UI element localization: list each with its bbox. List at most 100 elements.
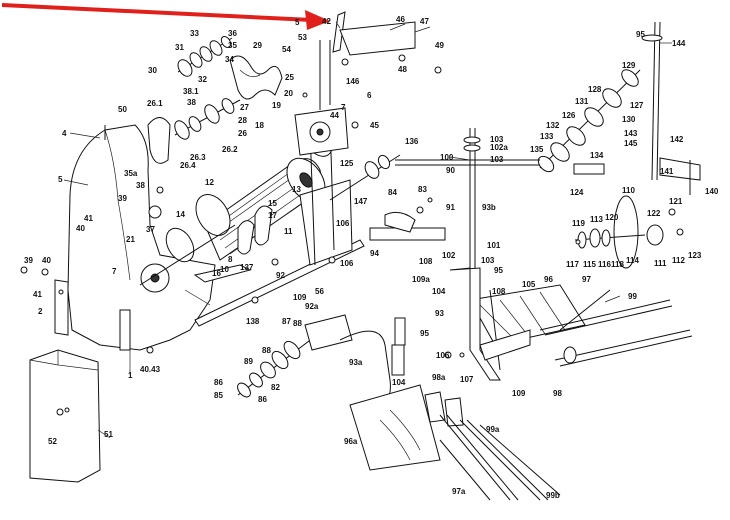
label-19: 19 [272,101,281,110]
label-93: 93 [435,309,444,318]
label-26-2: 26.2 [222,145,238,154]
label-103b: 103 [490,155,504,164]
label-29: 29 [253,41,262,50]
label-124: 124 [570,188,584,197]
label-39a: 39 [118,194,127,203]
main-side-plate [67,124,216,351]
label-101: 101 [487,241,501,250]
label-117: 117 [566,260,579,269]
label-112: 112 [672,256,685,265]
label-108a: 108 [419,257,433,266]
label-5a: 5 [295,18,300,27]
label-96a: 96a [344,437,358,446]
label-116: 116 [598,260,611,269]
label-95c: 95 [420,329,429,338]
label-98: 98 [553,389,562,398]
label-88a: 88 [293,319,302,328]
label-122: 122 [647,209,661,218]
label-109b: 109 [512,389,526,398]
right-shaft-assembly [537,21,701,195]
label-92: 92 [276,271,285,280]
label-141: 141 [660,167,674,176]
label-51: 51 [104,430,113,439]
label-7b: 7 [112,267,117,276]
label-133: 133 [540,132,554,141]
label-50: 50 [118,105,127,114]
label-25: 25 [285,73,294,82]
label-48: 48 [398,65,407,74]
label-92a: 92a [305,302,319,311]
label-102b: 102 [442,251,456,260]
label-115: 115 [583,260,596,269]
lower-gear-assembly [139,194,273,293]
label-103a: 103 [490,135,504,144]
label-45: 45 [370,121,379,130]
label-40b: 40 [42,256,51,265]
label-21: 21 [126,235,135,244]
label-91: 91 [446,203,455,212]
label-96: 96 [544,275,553,284]
label-106b: 106 [340,259,354,268]
label-1: 1 [128,371,133,380]
label-98a: 98a [432,373,446,382]
label-104a: 104 [432,287,446,296]
red-pointer-arrow [1,3,330,30]
label-121: 121 [669,197,683,206]
label-11: 11 [284,227,293,236]
label-126: 126 [562,111,576,120]
label-108b: 108 [492,287,506,296]
label-94: 94 [370,249,379,258]
flange-plate [294,107,349,156]
label-34: 34 [225,55,234,64]
label-127: 127 [630,101,644,110]
shaft-125 [329,154,401,201]
label-14: 14 [176,210,185,219]
label-53: 53 [298,33,307,42]
label-27: 27 [240,103,249,112]
label-109a: 109a [412,275,430,284]
label-85: 85 [214,391,223,400]
label-31: 31 [175,43,184,52]
label-120: 120 [605,213,619,222]
label-99a: 99a [486,425,500,434]
label-4: 4 [62,129,67,138]
label-125: 125 [340,159,354,168]
label-145: 145 [624,139,638,148]
label-104b: 104 [392,378,406,387]
label-38-1: 38.1 [183,87,199,96]
label-102a: 102a [490,143,508,152]
label-135: 135 [530,145,544,154]
label-35: 35 [228,41,237,50]
label-52: 52 [48,437,57,446]
label-95b: 95 [494,266,503,275]
horizontal-shaft-100 [395,159,540,166]
label-136: 136 [405,137,419,146]
label-35a: 35a [124,169,138,178]
label-82: 82 [271,383,280,392]
label-137: 137 [240,263,254,272]
shaft-82-89 [237,314,353,398]
label-26: 26 [238,129,247,138]
label-105: 105 [522,280,536,289]
label-110: 110 [622,186,635,195]
label-41b: 41 [33,290,42,299]
label-26-1: 26.1 [147,99,163,108]
scraper-blade [349,384,561,501]
label-8: 8 [228,255,233,264]
label-36: 36 [228,29,237,38]
upper-left-shaft [177,35,233,77]
label-134: 134 [590,151,604,160]
label-140: 140 [705,187,719,196]
label-10: 10 [220,265,229,274]
label-16: 16 [212,269,221,278]
long-bar-138 [193,239,365,327]
label-103c: 103 [481,256,495,265]
mid-left-shaft [147,98,241,164]
label-118: 118 [611,260,624,269]
label-37: 37 [146,225,155,234]
label-142: 142 [670,135,684,144]
label-97a: 97a [452,487,466,496]
label-147: 147 [354,197,368,206]
label-144: 144 [672,39,686,48]
